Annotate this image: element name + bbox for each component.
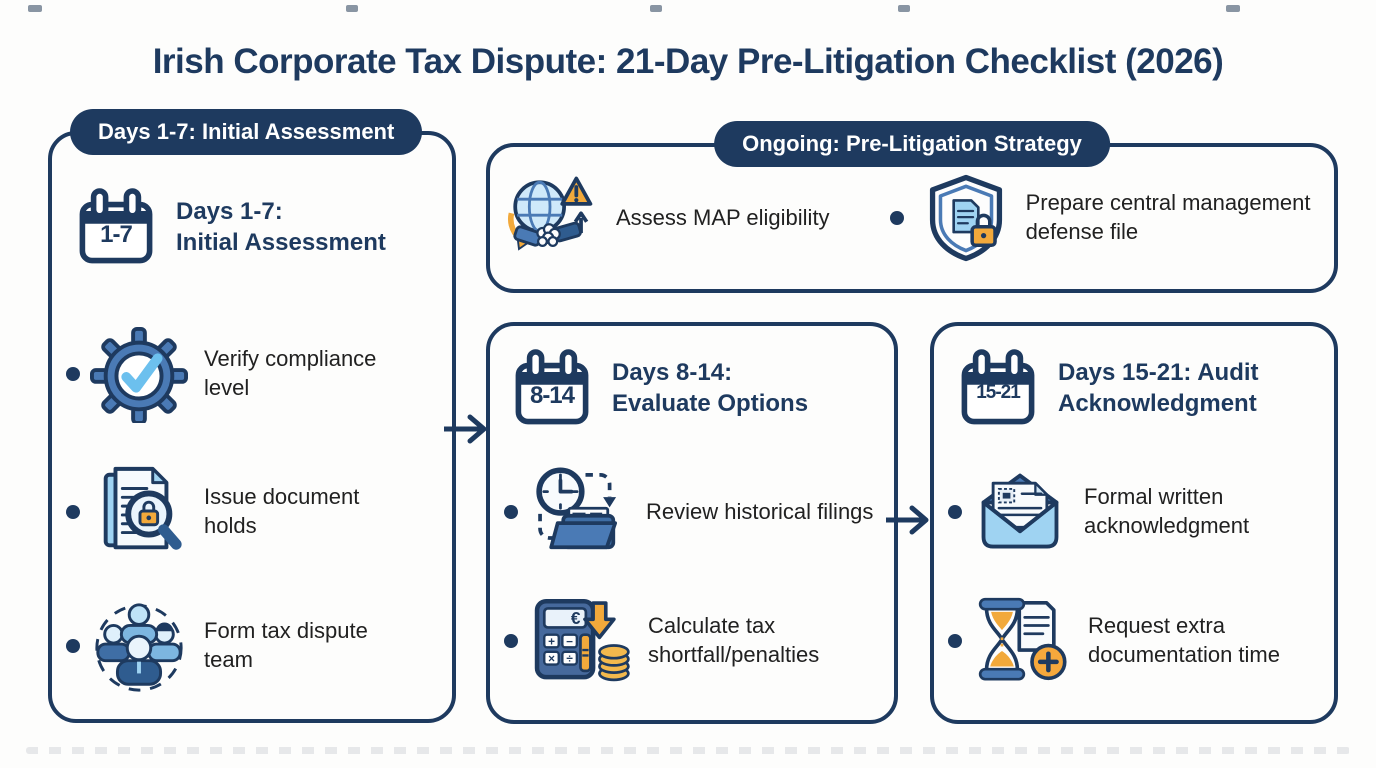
envelope-letter-icon — [972, 464, 1068, 560]
phase-heading: Days 15-21: Audit Acknowledgment — [1058, 357, 1259, 419]
phase-head-days-8-14: 8-14 Days 8-14: Evaluate Options — [512, 348, 872, 428]
checklist-item: € +− × ÷ — [504, 594, 888, 688]
calculator-coins-icon: € +− × ÷ — [528, 594, 632, 688]
svg-text:+: + — [548, 636, 555, 649]
calendar-range-label: 8-14 — [529, 382, 575, 409]
team-icon — [90, 597, 188, 695]
phase-head-days-1-7: 1-7 Days 1-7: Initial Assessment — [76, 187, 436, 267]
panel-header-ongoing: Ongoing: Pre-Litigation Strategy — [714, 121, 1110, 167]
calendar-range-label: 15-21 — [976, 382, 1021, 403]
svg-text:−: − — [566, 636, 573, 649]
bullet-dot — [504, 505, 518, 519]
panel-ongoing-strategy: Ongoing: Pre-Litigation Strategy — [486, 121, 1338, 293]
flow-arrow-phase2-to-phase3 — [886, 505, 929, 535]
bullet-dot — [504, 634, 518, 648]
calendar-icon: 1-7 — [76, 187, 156, 267]
panel-days-15-21: 15-21 Days 15-21: Audit Acknowledgment — [930, 322, 1338, 724]
svg-text:€: € — [571, 608, 581, 628]
bullet-dot — [66, 505, 80, 519]
document-hold-icon — [90, 463, 188, 561]
phase-head-days-15-21: 15-21 Days 15-21: Audit Acknowledgment — [958, 348, 1318, 428]
checklist-item: Review historical filings — [504, 464, 888, 560]
edge-artifact-bottom — [26, 747, 1350, 754]
panel-header-days-1-7: Days 1-7: Initial Assessment — [70, 109, 423, 155]
phase-heading: Days 1-7: Initial Assessment — [176, 196, 386, 258]
bullet-dot — [66, 367, 80, 381]
calendar-icon: 15-21 — [958, 348, 1038, 428]
gear-check-icon — [90, 325, 188, 423]
calendar-icon: 8-14 — [512, 348, 592, 428]
phase-heading-line2: Evaluate Options — [612, 390, 809, 417]
globe-handshake-icon — [498, 171, 602, 265]
edge-artifact — [28, 5, 42, 12]
phase-heading-line1: Days 1-7: — [176, 197, 283, 225]
checklist-item-label: Review historical filings — [646, 498, 874, 524]
ongoing-item-label: Assess MAP eligibility — [616, 204, 830, 230]
checklist-item-label: Formal written acknowledgment — [1084, 484, 1250, 538]
checklist-item: Request extra documentation time — [948, 594, 1330, 688]
panel-days-1-7: Days 1-7: Initial Assessment 1-7 Days 1-… — [48, 109, 456, 723]
bullet-dot — [66, 639, 80, 653]
svg-text:×: × — [548, 653, 555, 666]
ongoing-item-label: Prepare central management defense file — [1025, 190, 1311, 244]
bullet-dot — [948, 634, 962, 648]
checklist-item-label: Calculate tax shortfall/penalties — [648, 613, 820, 667]
shield-document-icon — [922, 171, 1010, 265]
checklist-item: Formal written acknowledgment — [948, 464, 1330, 560]
panel-days-8-14: 8-14 Days 8-14: Evaluate Options — [486, 322, 898, 724]
ongoing-items-row: Assess MAP eligibility Prepa — [498, 171, 1326, 265]
phase-heading: Days 8-14: Evaluate Options — [612, 357, 808, 419]
calendar-range-label: 1-7 — [100, 221, 133, 248]
checklist-item-label: Form tax dispute team — [204, 618, 368, 672]
phase-heading-line1: Days 15-21: Audit — [1058, 358, 1259, 386]
bullet-dot — [889, 211, 904, 225]
clock-folder-icon — [528, 464, 630, 560]
hourglass-plus-icon — [972, 594, 1072, 688]
page-title: Irish Corporate Tax Dispute: 21-Day Pre-… — [152, 42, 1224, 81]
edge-artifact — [650, 5, 662, 12]
checklist-item: Verify compliance level — [66, 325, 446, 423]
bullet-dot — [948, 505, 962, 519]
phase-heading-line2: Acknowledgment — [1058, 390, 1257, 417]
phase-heading-line2: Initial Assessment — [176, 229, 386, 256]
checklist-item-label: Request extra documentation time — [1088, 613, 1280, 667]
checklist-item: Issue document holds — [66, 463, 446, 561]
flow-arrow-phase1-to-phase2 — [444, 414, 487, 444]
svg-text:÷: ÷ — [566, 653, 573, 666]
checklist-item-label: Verify compliance level — [204, 346, 377, 400]
checklist-item: Form tax dispute team — [66, 597, 446, 695]
checklist-item-label: Issue document holds — [204, 484, 360, 538]
phase-heading-line1: Days 8-14: — [612, 358, 733, 386]
edge-artifact — [1226, 5, 1240, 12]
edge-artifact — [898, 5, 910, 12]
edge-artifact — [346, 5, 358, 12]
